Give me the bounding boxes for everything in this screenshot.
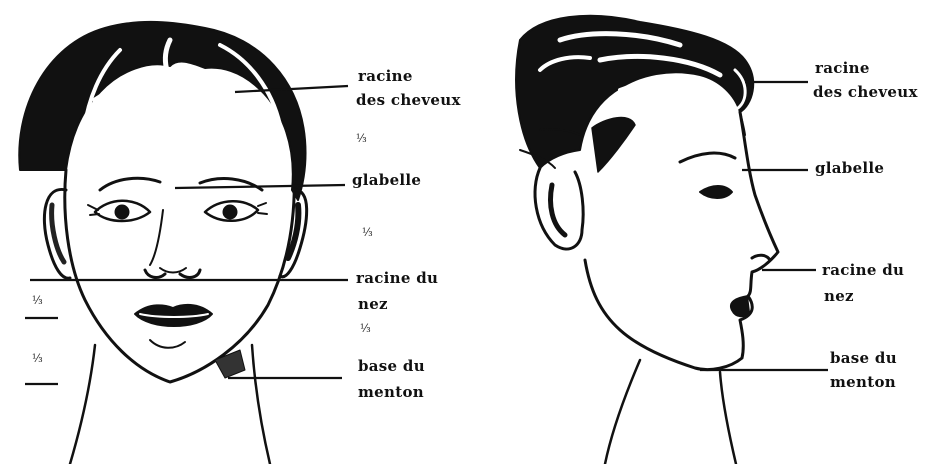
front-face-outline <box>65 170 294 382</box>
front-fraction-middle-third: ⅓ <box>362 226 373 239</box>
front-right-eye <box>205 201 267 221</box>
front-hair <box>19 22 305 200</box>
front-left-eye <box>88 201 150 221</box>
profile-label-nose-root-line2: nez <box>824 288 854 305</box>
front-label-chin-base-line2: menton <box>358 384 424 401</box>
front-label-hairline-line1: racine <box>358 68 413 85</box>
profile-label-nose-root-line1: racine du <box>822 262 904 279</box>
front-fraction-upper-third: ⅓ <box>356 132 367 145</box>
profile-label-chin-base-line2: menton <box>830 374 896 391</box>
profile-eyebrow <box>680 153 735 162</box>
front-label-glabella: glabelle <box>352 172 421 189</box>
front-face-drawing <box>19 22 306 464</box>
front-left-eyebrow <box>100 178 160 190</box>
profile-label-glabella: glabelle <box>815 160 884 177</box>
front-fraction-lower-third: ⅓ <box>360 322 371 335</box>
front-label-hairline-line2: des cheveux <box>356 92 461 109</box>
profile-lips <box>731 296 750 316</box>
profile-hair <box>516 16 753 168</box>
front-label-chin-base-line1: base du <box>358 358 425 375</box>
front-nose <box>145 210 200 277</box>
profile-neck <box>605 360 736 464</box>
profile-label-hairline-line2: des cheveux <box>813 84 918 101</box>
profile-eye <box>700 186 732 198</box>
front-left-fraction-lower: ⅓ <box>32 352 43 365</box>
profile-nostril <box>752 255 770 260</box>
profile-label-hairline-line1: racine <box>815 60 870 77</box>
front-label-nose-root-line1: racine du <box>356 270 438 287</box>
profile-face-drawing <box>516 16 778 464</box>
front-left-fraction-upper: ⅓ <box>32 294 43 307</box>
front-mouth <box>135 305 212 326</box>
front-line-glabella <box>175 185 345 188</box>
profile-ear <box>535 168 583 249</box>
front-label-nose-root-line2: nez <box>358 296 388 313</box>
profile-guide-lines <box>700 82 828 370</box>
profile-label-chin-base-line1: base du <box>830 350 897 367</box>
